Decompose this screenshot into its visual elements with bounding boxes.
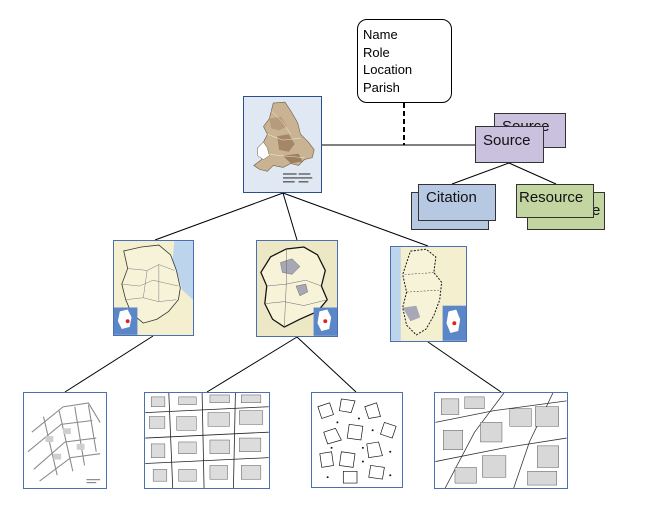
connector-source-to-resource xyxy=(508,162,557,185)
connector-county2-to-plan-3 xyxy=(296,336,357,393)
town-plan-icon-2 xyxy=(145,393,269,488)
connector-country-to-county-3 xyxy=(282,192,429,247)
county-map-thumbnail-1[interactable] xyxy=(113,240,194,336)
connector-country-to-county-2 xyxy=(282,192,298,241)
connector-county3-to-plan-4 xyxy=(427,341,502,393)
attribute-name: Name xyxy=(363,27,398,42)
town-plan-thumbnail-1[interactable] xyxy=(23,392,107,489)
resource-back-label: e xyxy=(592,202,601,219)
england-map-thumbnail[interactable] xyxy=(243,96,322,193)
connector-source-to-citation xyxy=(451,162,510,185)
resource-label: Resource xyxy=(519,189,584,206)
connector-county1-to-plan-1 xyxy=(64,335,154,393)
resource-card[interactable]: Resource xyxy=(516,184,594,218)
county-map-thumbnail-2[interactable] xyxy=(256,240,338,337)
connector-county2-to-plan-2 xyxy=(206,336,298,393)
town-plan-icon-3 xyxy=(312,393,402,487)
attribute-role: Role xyxy=(363,44,390,60)
county-map-icon-1 xyxy=(114,241,193,335)
attribute-box: Name Role Location Parish xyxy=(357,19,452,103)
source-label: Source xyxy=(483,132,531,149)
connector-country-to-county-1 xyxy=(154,192,284,241)
citation-card[interactable]: Citation xyxy=(418,184,496,221)
county-map-icon-3 xyxy=(391,247,466,341)
town-plan-thumbnail-4[interactable] xyxy=(434,392,568,489)
county-map-thumbnail-3[interactable] xyxy=(390,246,467,342)
town-plan-icon-1 xyxy=(24,393,106,488)
citation-label: Citation xyxy=(426,189,477,206)
source-card[interactable]: Source xyxy=(475,126,544,163)
town-plan-icon-4 xyxy=(435,393,567,488)
county-map-icon-2 xyxy=(257,241,337,336)
attribute-parish: Parish xyxy=(363,79,400,95)
town-plan-thumbnail-2[interactable] xyxy=(144,392,270,489)
town-plan-thumbnail-3[interactable] xyxy=(311,392,403,488)
attribute-location: Location xyxy=(363,62,413,77)
england-map-icon xyxy=(244,97,321,192)
